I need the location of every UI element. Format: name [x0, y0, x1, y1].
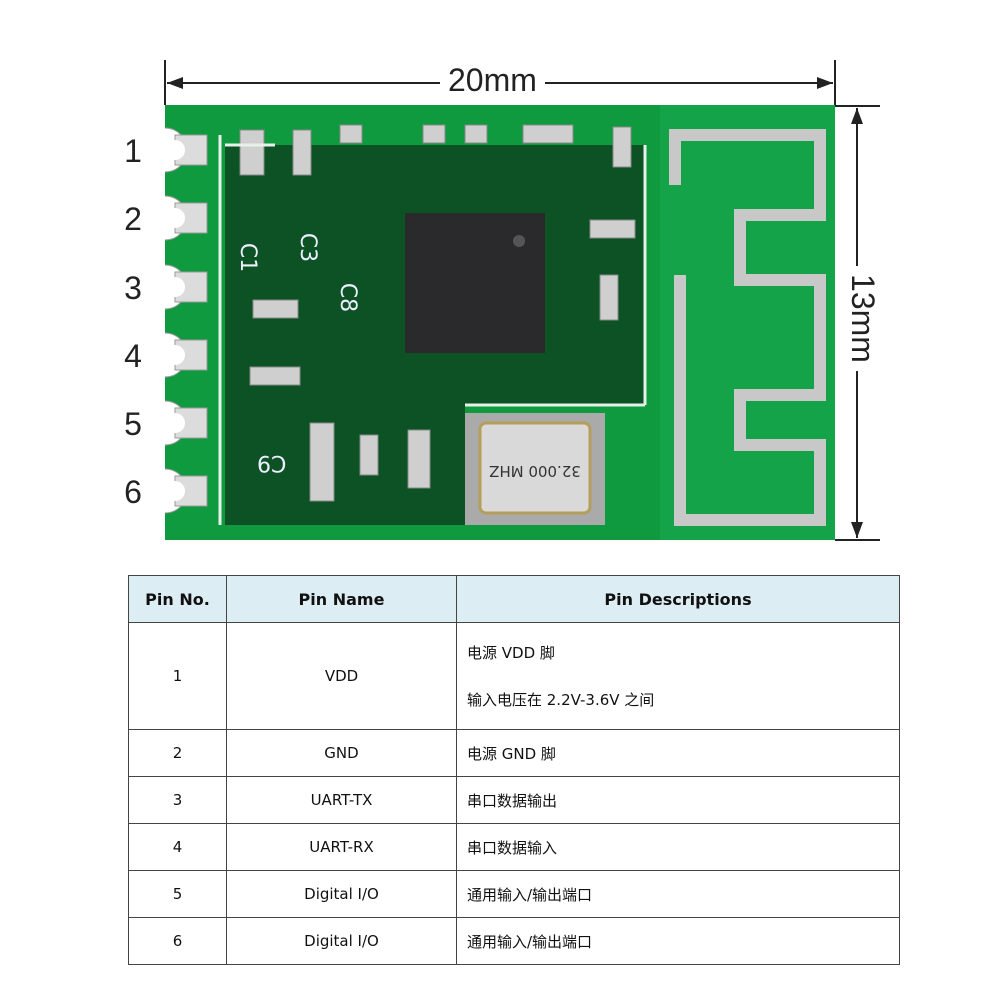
- pin-no: 4: [128, 823, 227, 871]
- pin-name: GND: [226, 729, 457, 777]
- pcb-module-image: 32.000 MHZ C1 C3 C8 C9: [142, 105, 835, 540]
- pin-description: 串口数据输出: [456, 776, 900, 824]
- pin-name: Digital I/O: [226, 870, 457, 918]
- header-pin-name: Pin Name: [226, 575, 457, 623]
- pin-name: UART-TX: [226, 776, 457, 824]
- pin-description: 通用输入/输出端口: [456, 917, 900, 965]
- pin-description: 串口数据输入: [456, 823, 900, 871]
- pin-number: 4: [124, 338, 142, 374]
- table-row: 2 GND 电源 GND 脚: [128, 729, 900, 777]
- pin-description-table: Pin No. Pin Name Pin Descriptions 1 VDD …: [128, 575, 900, 965]
- pin-number: 1: [124, 133, 142, 169]
- pin-no: 1: [128, 622, 227, 730]
- mcu-chip: [405, 213, 545, 353]
- pin-number: 2: [124, 201, 142, 237]
- description-line: 电源 VDD 脚: [467, 644, 555, 662]
- table-header-row: Pin No. Pin Name Pin Descriptions: [128, 575, 900, 623]
- pin-no: 5: [128, 870, 227, 918]
- description-line: 输入电压在 2.2V-3.6V 之间: [467, 691, 655, 709]
- silkscreen-label: C3: [295, 232, 321, 263]
- pin-no: 2: [128, 729, 227, 777]
- table-row: 3 UART-TX 串口数据输出: [128, 776, 900, 824]
- pin-name: UART-RX: [226, 823, 457, 871]
- silkscreen-label: C8: [335, 282, 361, 313]
- silkscreen-label: C9: [257, 450, 287, 475]
- pin-name: Digital I/O: [226, 917, 457, 965]
- pin-no: 6: [128, 917, 227, 965]
- table-row: 6 Digital I/O 通用输入/输出端口: [128, 917, 900, 965]
- pin-number: 3: [124, 270, 142, 306]
- crystal-oscillator: [478, 421, 592, 515]
- table-row: 4 UART-RX 串口数据输入: [128, 823, 900, 871]
- pcb-drawing: 32.000 MHZ: [142, 105, 835, 540]
- silkscreen-label: C1: [235, 242, 261, 273]
- table-row: 5 Digital I/O 通用输入/输出端口: [128, 870, 900, 918]
- pin-description: 通用输入/输出端口: [456, 870, 900, 918]
- header-pin-descriptions: Pin Descriptions: [456, 575, 900, 623]
- table-row: 1 VDD 电源 VDD 脚 输入电压在 2.2V-3.6V 之间: [128, 622, 900, 730]
- width-label: 20mm: [440, 62, 545, 99]
- svg-text:32.000 MHZ: 32.000 MHZ: [489, 462, 581, 480]
- pin-name: VDD: [226, 622, 457, 730]
- pin-number: 5: [124, 406, 142, 442]
- header-pin-no: Pin No.: [128, 575, 227, 623]
- pin-description: 电源 VDD 脚 输入电压在 2.2V-3.6V 之间: [456, 622, 900, 730]
- pin-number: 6: [124, 474, 142, 510]
- pin-no: 3: [128, 776, 227, 824]
- pin-description: 电源 GND 脚: [456, 729, 900, 777]
- antenna-trace: [669, 129, 826, 526]
- height-label: 13mm: [843, 266, 881, 371]
